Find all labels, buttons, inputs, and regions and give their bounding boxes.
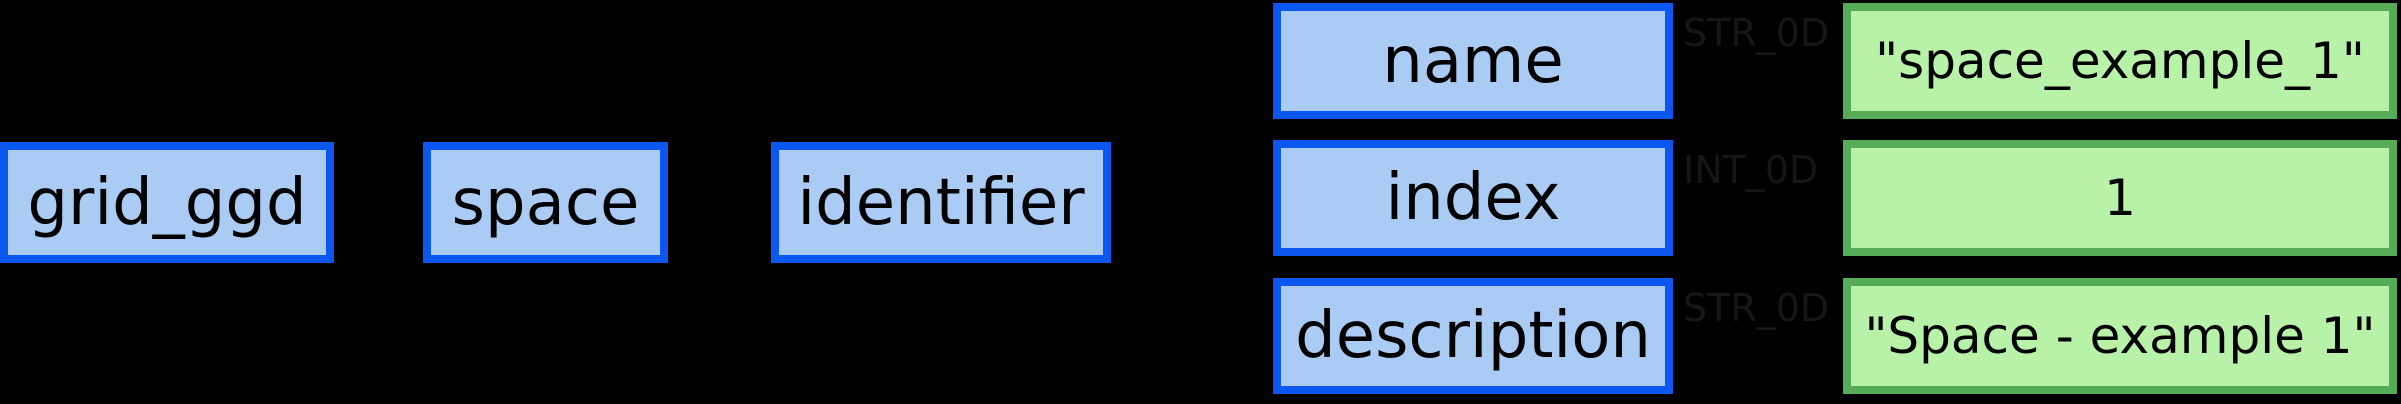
node-attr-description: description xyxy=(1273,278,1673,394)
edge-identifier-index xyxy=(1104,194,1284,206)
node-grid-ggd: grid_ggd xyxy=(0,142,334,263)
node-attr-name: name xyxy=(1273,3,1673,119)
type-label-index: INT_0D xyxy=(1683,148,1819,192)
value-node-name: "space_example_1" xyxy=(1843,3,2397,119)
edge-identifier-name xyxy=(1102,57,1286,206)
value-node-index: 1 xyxy=(1843,140,2397,256)
edge-identifier-desc xyxy=(1102,198,1286,340)
value-node-description: "Space - example 1" xyxy=(1843,278,2397,394)
node-identifier: identifier xyxy=(771,142,1111,263)
type-label-name: STR_0D xyxy=(1683,11,1830,55)
type-label-description: STR_0D xyxy=(1683,286,1830,330)
node-attr-index: index xyxy=(1273,140,1673,256)
node-space: space xyxy=(423,142,668,263)
